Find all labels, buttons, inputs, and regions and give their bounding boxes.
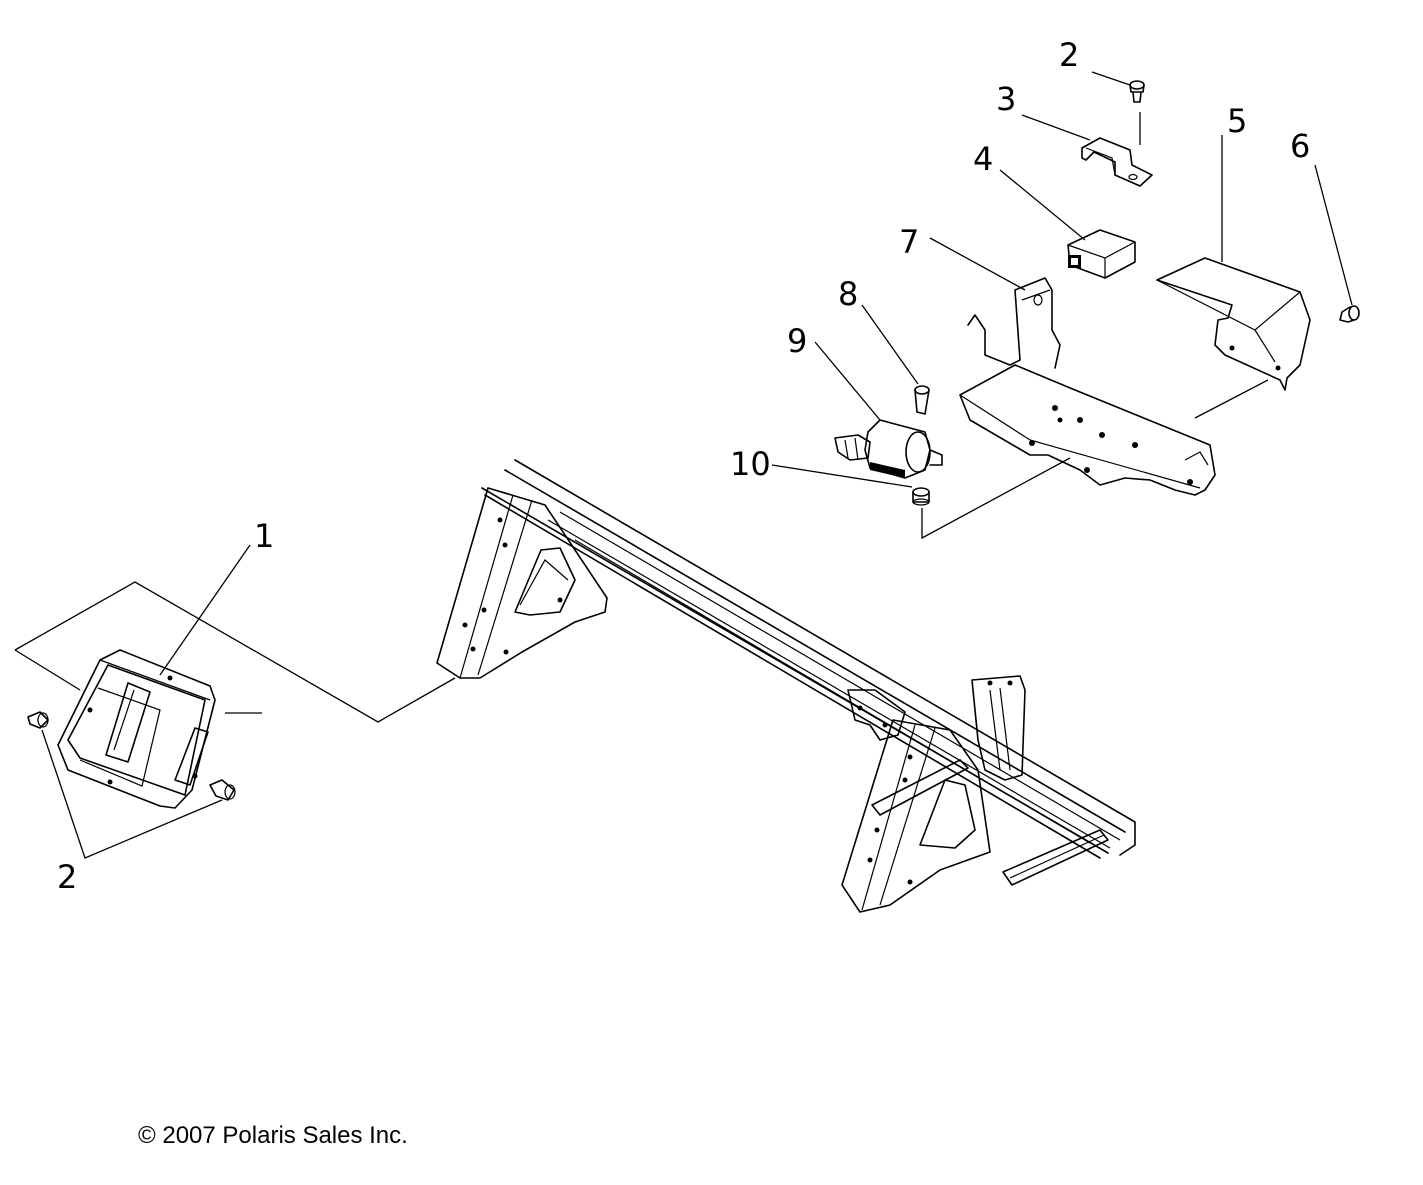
part-4-module [1067,229,1136,279]
part-10-grommet [912,487,930,506]
part-7-mounting-tray [959,277,1216,496]
part-5-cover-plate [1156,257,1311,391]
callout-3: 3 [996,80,1016,118]
callout-2-left: 2 [57,858,77,896]
front-gusset-bracket [436,487,608,679]
callout-5: 5 [1227,102,1247,140]
callout-4: 4 [973,140,993,178]
leader-lines [14,71,1353,859]
callout-10: 10 [730,445,771,483]
rear-gusset-bracket [841,675,1109,913]
callout-8: 8 [838,275,858,313]
part-2-screw-top [1129,80,1145,103]
part-6-screw [1339,305,1360,323]
part-2-screws-left [27,711,236,801]
part-8-bolt [914,385,930,415]
copyright-notice: © 2007 Polaris Sales Inc. [138,1122,408,1149]
callout-2-top: 2 [1059,36,1079,74]
frame-rail [481,459,1136,859]
callout-labels: 1 2 2 3 4 5 6 7 8 9 10 [57,36,1310,896]
callout-1: 1 [254,517,274,555]
part-3-clamp-bracket [1081,137,1153,187]
part-9-solenoid [834,419,943,479]
callout-7: 7 [899,223,919,261]
part-1-electrical-box [57,649,216,809]
callout-6: 6 [1290,127,1310,165]
callout-9: 9 [787,322,807,360]
